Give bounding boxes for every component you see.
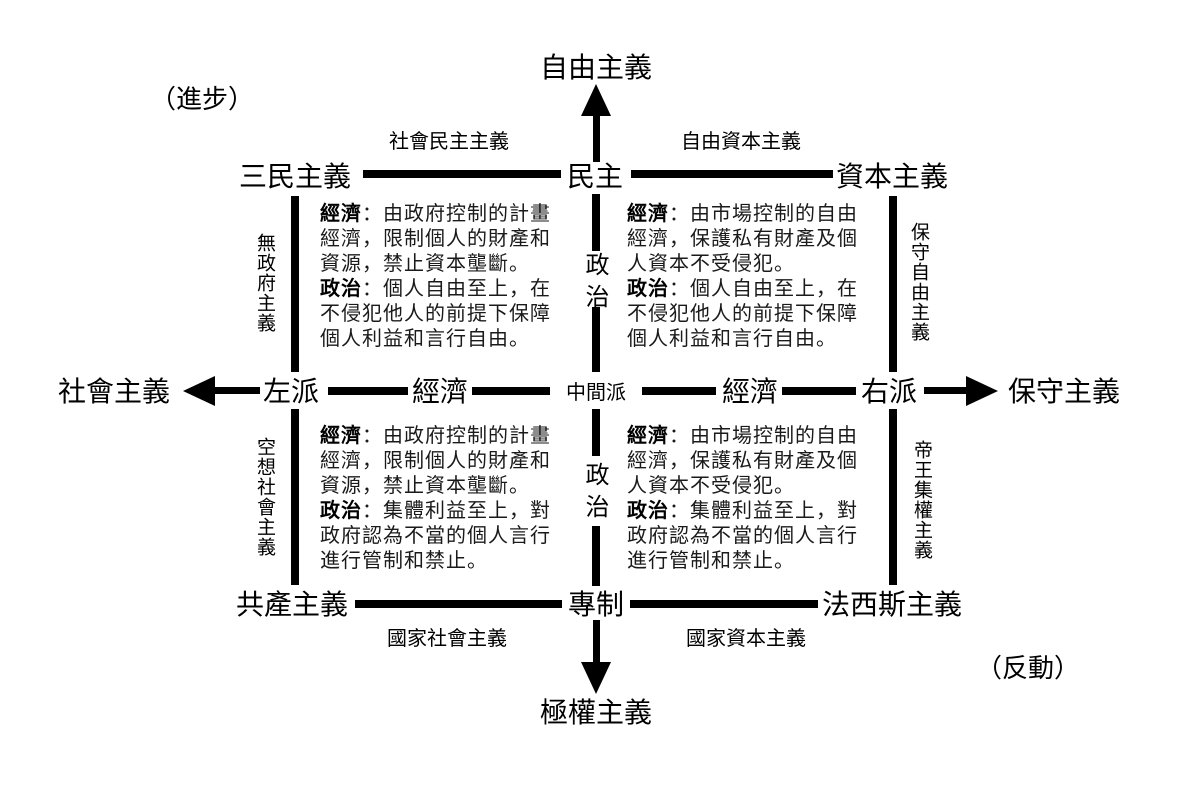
edge-label-utopian-socialism: 空想社會主義 xyxy=(254,437,276,557)
grid-line-bottom-left-segment xyxy=(355,600,562,608)
grid-line-left-column-lower xyxy=(291,409,299,585)
node-bottom-left: 共產主義 xyxy=(236,588,349,621)
node-center: 中間派 xyxy=(566,380,626,404)
politics-axis-label-lower: 政治 xyxy=(581,462,609,526)
economy-term: 經濟 xyxy=(320,423,362,447)
quadrant-economy-paragraph: 經濟：由政府控制的計畫經濟，限制個人的財產和資源，禁止資本壟斷。 xyxy=(320,423,554,498)
grid-line-left-column-upper xyxy=(291,196,299,372)
quadrant-economy-paragraph: 經濟：由市場控制的自由經濟，保護私有財產及個人資本不受侵犯。 xyxy=(627,423,861,498)
axis-label-bottom: 極權主義 xyxy=(540,696,653,729)
quadrant-politics-paragraph: 政治：個人自由至上，在不侵犯他人的前提下保障個人利益和言行自由。 xyxy=(627,276,861,351)
node-bottom-center: 專制 xyxy=(568,588,625,621)
node-mid-right: 右派 xyxy=(861,375,918,408)
left-arrow-shaft xyxy=(212,387,260,394)
grid-line-center-column-seg1 xyxy=(592,194,600,251)
edge-label-state-capitalism: 國家資本主義 xyxy=(686,626,806,650)
politics-term: 政治 xyxy=(627,276,669,300)
quadrant-economy-paragraph: 經濟：由政府控制的計畫經濟，限制個人的財產和資源，禁止資本壟斷。 xyxy=(320,201,554,276)
politics-desc: ：個人自由至上，在不侵犯他人的前提下保障個人利益和言行自由。 xyxy=(627,276,858,350)
node-top-right: 資本主義 xyxy=(836,160,949,193)
grid-line-right-column-upper xyxy=(889,196,897,372)
grid-line-mid-right-center-segment xyxy=(642,387,716,395)
grid-line-mid-left-center-segment xyxy=(472,387,550,395)
politics-term: 政治 xyxy=(320,498,362,522)
grid-line-mid-left-inner-segment xyxy=(328,387,408,395)
node-bottom-right: 法西斯主義 xyxy=(822,588,963,621)
quadrant-politics-paragraph: 政治：集體利益至上，對政府認為不當的個人言行進行管制和禁止。 xyxy=(627,498,861,573)
economy-desc: ：由市場控制的自由經濟，保護私有財產及個人資本不受侵犯。 xyxy=(627,201,858,275)
grid-line-center-column-seg2 xyxy=(592,307,600,372)
quadrant-politics-paragraph: 政治：個人自由至上，在不侵犯他人的前提下保障個人利益和言行自由。 xyxy=(320,276,554,351)
axis-label-right: 保守主義 xyxy=(1008,375,1121,408)
economy-desc: ：由市場控制的自由經濟，保護私有財產及個人資本不受侵犯。 xyxy=(627,423,858,497)
quadrant-text-lower-left: 經濟：由政府控制的計畫經濟，限制個人的財產和資源，禁止資本壟斷。 政治：集體利益… xyxy=(320,423,554,573)
grid-line-center-column-seg3 xyxy=(592,409,600,456)
economy-axis-label-left: 經濟 xyxy=(412,375,469,408)
grid-line-top-right-segment xyxy=(631,170,833,178)
politics-desc: ：集體利益至上，對政府認為不當的個人言行進行管制和禁止。 xyxy=(320,498,551,572)
grid-line-bottom-right-segment xyxy=(630,600,818,608)
edge-label-conservative-liberalism: 保守自由主義 xyxy=(908,222,930,342)
grid-line-mid-right-inner-segment xyxy=(782,387,856,395)
economy-desc: ：由政府控制的計畫經濟，限制個人的財產和資源，禁止資本壟斷。 xyxy=(320,423,551,497)
grid-line-right-column-lower xyxy=(889,409,897,585)
quadrant-politics-paragraph: 政治：集體利益至上，對政府認為不當的個人言行進行管制和禁止。 xyxy=(320,498,554,573)
down-arrow-icon xyxy=(581,662,611,694)
left-arrow-icon xyxy=(183,376,215,406)
edge-label-social-democracy: 社會民主主義 xyxy=(389,129,509,153)
grid-line-center-column-seg4 xyxy=(592,526,600,586)
annotation-progressive: （進步） xyxy=(150,85,255,115)
up-arrow-icon xyxy=(581,84,611,116)
right-arrow-shaft xyxy=(924,387,968,394)
up-arrow-shaft xyxy=(593,108,600,162)
politics-term: 政治 xyxy=(627,498,669,522)
politics-axis-label-upper: 政治 xyxy=(581,252,609,316)
node-mid-left: 左派 xyxy=(263,375,320,408)
politics-term: 政治 xyxy=(320,276,362,300)
annotation-reactionary: （反動） xyxy=(976,654,1081,684)
grid-line-top-left-segment xyxy=(363,170,561,178)
node-top-center: 民主 xyxy=(567,160,624,193)
economy-desc: ：由政府控制的計畫經濟，限制個人的財產和資源，禁止資本壟斷。 xyxy=(320,201,551,275)
politics-desc: ：集體利益至上，對政府認為不當的個人言行進行管制和禁止。 xyxy=(627,498,858,572)
economy-axis-label-right: 經濟 xyxy=(722,375,779,408)
politics-desc: ：個人自由至上，在不侵犯他人的前提下保障個人利益和言行自由。 xyxy=(320,276,551,350)
quadrant-text-lower-right: 經濟：由市場控制的自由經濟，保護私有財產及個人資本不受侵犯。 政治：集體利益至上… xyxy=(627,423,861,573)
axis-label-top: 自由主義 xyxy=(540,51,653,84)
quadrant-text-upper-left: 經濟：由政府控制的計畫經濟，限制個人的財產和資源，禁止資本壟斷。 政治：個人自由… xyxy=(320,201,554,351)
edge-label-state-socialism: 國家社會主義 xyxy=(387,626,507,650)
economy-term: 經濟 xyxy=(627,201,669,225)
economy-term: 經濟 xyxy=(320,201,362,225)
node-top-left: 三民主義 xyxy=(239,160,352,193)
axis-label-left: 社會主義 xyxy=(58,375,171,408)
right-arrow-icon xyxy=(966,376,998,406)
quadrant-text-upper-right: 經濟：由市場控制的自由經濟，保護私有財產及個人資本不受侵犯。 政治：個人自由至上… xyxy=(627,201,861,351)
edge-label-liberal-capitalism: 自由資本主義 xyxy=(681,129,801,153)
edge-label-imperial-absolutism: 帝王集權主義 xyxy=(911,440,933,560)
economy-term: 經濟 xyxy=(627,423,669,447)
edge-label-anarchism: 無政府主義 xyxy=(254,233,276,333)
down-arrow-shaft xyxy=(593,620,600,666)
quadrant-economy-paragraph: 經濟：由市場控制的自由經濟，保護私有財產及個人資本不受侵犯。 xyxy=(627,201,861,276)
